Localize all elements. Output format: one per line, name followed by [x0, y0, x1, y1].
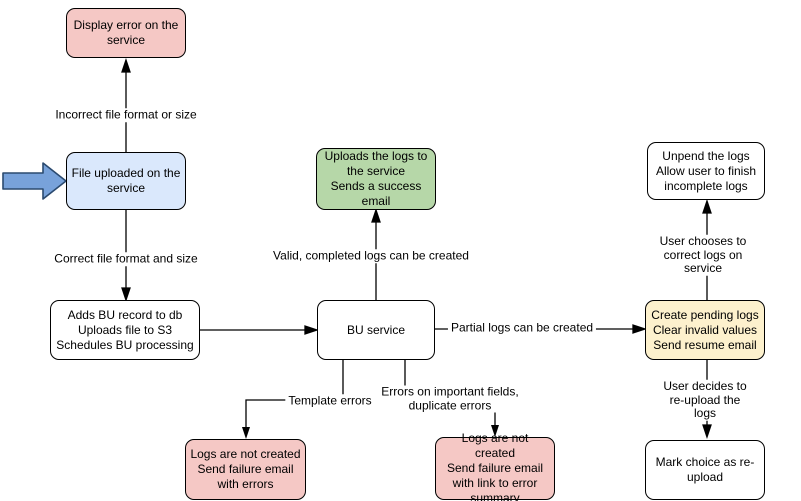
node-uploads-logs-success: Uploads the logs to the service Sends a …: [316, 148, 436, 210]
edge-label-user-corrects: User chooses to correct logs on service: [654, 234, 752, 276]
edge-label-template-errors: Template errors: [285, 394, 375, 408]
node-logs-not-created-summary: Logs are not created Send failure email …: [435, 431, 555, 501]
edge-label-correct-format: Correct file format and size: [51, 252, 201, 266]
input-arrow-icon: [2, 162, 67, 200]
node-adds-bu-record: Adds BU record to db Uploads file to S3 …: [50, 300, 200, 360]
node-bu-service: BU service: [317, 300, 435, 360]
edge-label-valid-completed: Valid, completed logs can be created: [270, 249, 472, 263]
node-file-uploaded: File uploaded on the service: [66, 152, 186, 210]
edge-correct-format: [121, 210, 131, 303]
node-logs-not-created-errors: Logs are not created Send failure email …: [185, 439, 306, 500]
edge-adds-to-service: [200, 325, 320, 335]
edge-label-important-fields: Errors on important fields, duplicate er…: [378, 385, 522, 413]
edge-label-partial-logs: Partial logs can be created: [447, 321, 597, 335]
edge-label-user-reuploads: User decides to re-upload the logs: [657, 379, 753, 421]
node-create-pending-logs: Create pending logs Clear invalid values…: [645, 300, 765, 360]
node-display-error: Display error on the service: [66, 8, 186, 58]
edge-label-incorrect-format: Incorrect file format or size: [52, 108, 200, 122]
node-unpend-logs: Unpend the logs Allow user to finish inc…: [647, 142, 765, 200]
node-mark-choice-reupload: Mark choice as re- upload: [645, 440, 765, 500]
edge-incorrect-format: [121, 57, 131, 152]
